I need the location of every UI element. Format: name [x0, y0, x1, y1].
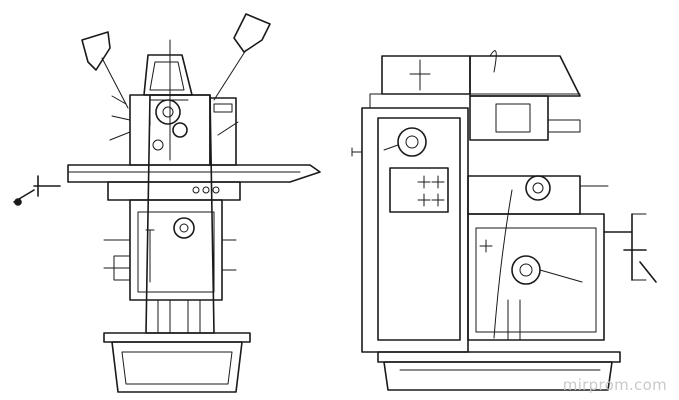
- front-knee: [129, 199, 223, 301]
- front-table: [67, 164, 321, 183]
- side-view-machine: [351, 50, 657, 391]
- side-table-wheel: [525, 175, 551, 201]
- front-base-body: [111, 341, 243, 393]
- front-saddle-dial-2: [202, 186, 210, 194]
- front-knee-inner: [137, 211, 215, 293]
- side-knee-support: [507, 299, 521, 341]
- side-base-body: [383, 361, 613, 391]
- side-right-handwheel: [603, 213, 657, 283]
- front-saddle-dial-1: [192, 186, 200, 194]
- front-head: [143, 54, 193, 96]
- front-motor-box-detail: [213, 103, 233, 113]
- side-speed-dial-inner: [405, 135, 419, 149]
- front-handwheel-knob: [14, 198, 22, 206]
- side-speed-lever: [383, 144, 399, 151]
- front-lamp-right: [233, 13, 271, 53]
- front-column-guide: [157, 299, 201, 334]
- front-view-machine: [13, 13, 321, 393]
- front-saddle-dial-3: [212, 186, 220, 194]
- side-control-panel: [389, 167, 449, 213]
- front-lamp-right-stem: [213, 49, 247, 101]
- front-saddle: [107, 181, 241, 201]
- front-spindle-wheel: [155, 99, 181, 125]
- front-spindle-box-detail: [149, 99, 189, 126]
- side-knee-bar: [539, 269, 583, 283]
- side-column: [361, 107, 469, 353]
- front-knee-gearbox: [113, 255, 131, 281]
- side-right-handwheel-arm: [631, 213, 647, 281]
- front-knee-wheel: [173, 217, 195, 239]
- side-spindle-detail: [495, 103, 531, 133]
- front-spindle-knob-small: [152, 139, 164, 151]
- side-left-handle: [351, 147, 363, 157]
- side-base: [377, 351, 621, 363]
- front-knee-screw: [145, 229, 155, 283]
- side-overarm-line: [369, 93, 581, 109]
- side-top-housing: [381, 55, 471, 95]
- side-column-front: [377, 117, 461, 341]
- front-table-handwheel: [13, 175, 61, 203]
- front-base: [103, 332, 251, 343]
- front-column: [145, 94, 215, 334]
- side-speed-dial: [397, 127, 427, 157]
- side-top-cross: [409, 59, 431, 91]
- front-base-inner: [121, 351, 233, 385]
- side-knee-wheel: [511, 255, 541, 285]
- side-control-cross-1: [417, 175, 431, 189]
- front-head-inner: [149, 61, 185, 91]
- side-table: [467, 175, 581, 215]
- side-spindle-arm: [547, 119, 581, 133]
- front-spindle-wheel-inner: [162, 106, 174, 118]
- side-control-cross-3: [417, 193, 431, 207]
- side-top-cable: [489, 50, 497, 73]
- front-left-lever: [109, 95, 131, 141]
- front-knee-wheel-inner: [179, 223, 189, 233]
- side-control-cross-4: [431, 193, 445, 207]
- side-control-cross-2: [431, 175, 445, 189]
- front-knee-right-lever: [221, 239, 237, 271]
- front-knee-left-lever: [103, 239, 131, 269]
- front-lamp-left-stem: [101, 57, 129, 109]
- side-knee: [467, 213, 605, 341]
- side-knee-pipe: [493, 189, 513, 339]
- front-spindle-knob: [172, 122, 188, 138]
- side-knee-wheel-inner: [519, 263, 533, 277]
- side-table-wheel-inner: [532, 182, 544, 194]
- side-spindle-head: [469, 95, 549, 141]
- front-motor-lever: [217, 121, 239, 136]
- side-knee-cross: [479, 239, 493, 253]
- side-knee-inner: [475, 227, 597, 333]
- watermark-text: mirprom.com: [562, 376, 667, 394]
- side-overarm: [469, 55, 581, 97]
